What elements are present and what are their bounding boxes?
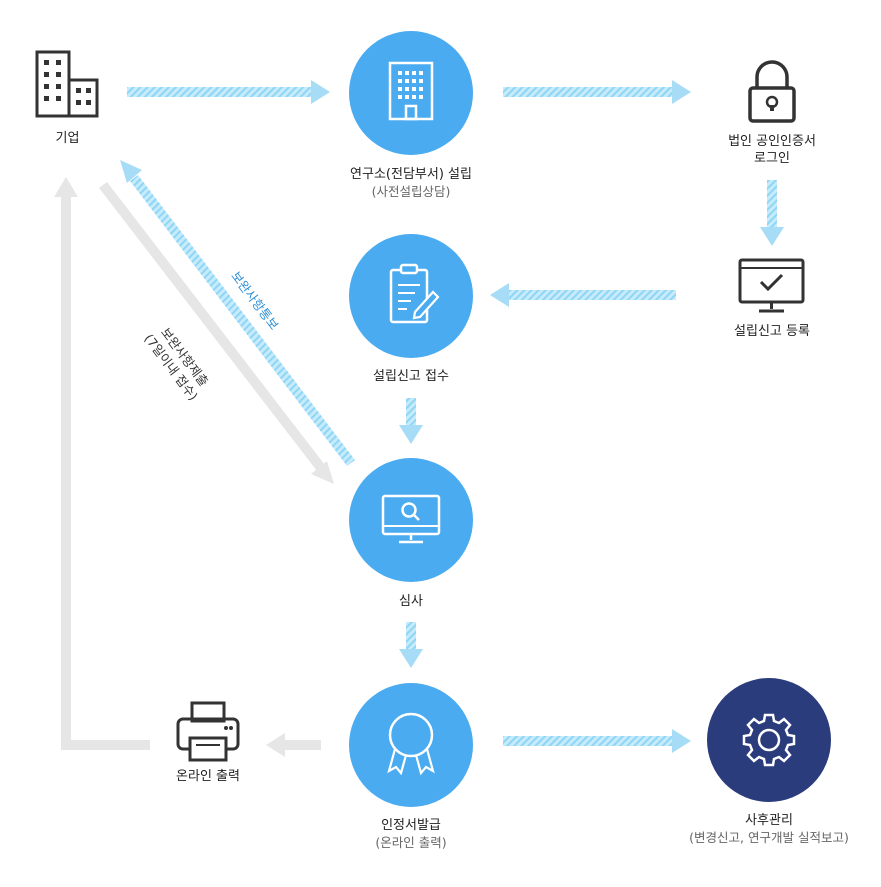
cert-issue-label: 인정서발급 (온라인 출력) [331,817,491,851]
review-label: 심사 [341,593,481,610]
cert-issue-subtitle: (온라인 출력) [375,835,447,850]
aftercare-title: 사후관리 [745,813,793,828]
award-medal-icon [387,712,435,776]
arrow-lab-to-login [503,80,691,104]
report-receipt-label: 설립신고 접수 [341,368,481,385]
arrow-register-to-receipt [490,283,676,307]
aftercare-label: 사후관리 (변경신고, 연구개발 실적보고) [669,812,869,846]
arrow-supplement-notice [120,160,355,467]
clipboard-pen-icon [389,263,440,324]
report-register-text: 설립신고 등록 [734,324,810,339]
arrow-login-to-register [760,180,784,246]
report-receipt-circle [349,234,473,358]
printer-icon [175,700,241,768]
lock-icon [747,59,797,129]
online-print-text: 온라인 출력 [176,769,240,784]
monitor-search-icon [381,494,441,544]
monitor-check-icon [737,257,807,321]
cert-issue-title: 인정서발급 [381,818,441,833]
cert-login-line1: 법인 공인인증서 [728,134,816,149]
gear-icon [742,713,796,767]
lab-setup-subtitle: (사전설립상담) [371,184,451,199]
company-label-text: 기업 [55,131,80,146]
lab-setup-title: 연구소(전담부서) 설립 [350,167,472,182]
cert-issue-circle [349,683,473,807]
online-print-label: 온라인 출력 [138,768,278,785]
company-label: 기업 [20,130,115,147]
arrow-issue-to-print [266,733,321,757]
cert-login-line2: 로그인 [754,151,790,166]
lab-setup-label: 연구소(전담부서) 설립 (사전설립상담) [311,166,511,200]
arrow-supplement-submit [99,181,334,484]
arrow-receipt-to-review [399,398,423,444]
aftercare-circle [707,678,831,802]
review-circle [349,458,473,582]
arrow-issue-to-aftercare [503,729,691,753]
building-icon [35,50,100,124]
lab-setup-circle [349,31,473,155]
aftercare-subtitle: (변경신고, 연구개발 실적보고) [689,830,849,845]
report-receipt-text: 설립신고 접수 [373,369,449,384]
arrow-print-to-company [54,177,150,750]
office-building-icon [388,61,434,121]
report-register-label: 설립신고 등록 [702,323,842,340]
arrow-review-to-issue [399,622,423,668]
cert-login-label: 법인 공인인증서 로그인 [702,133,842,167]
review-text: 심사 [399,594,423,609]
arrow-company-to-lab [127,80,330,104]
